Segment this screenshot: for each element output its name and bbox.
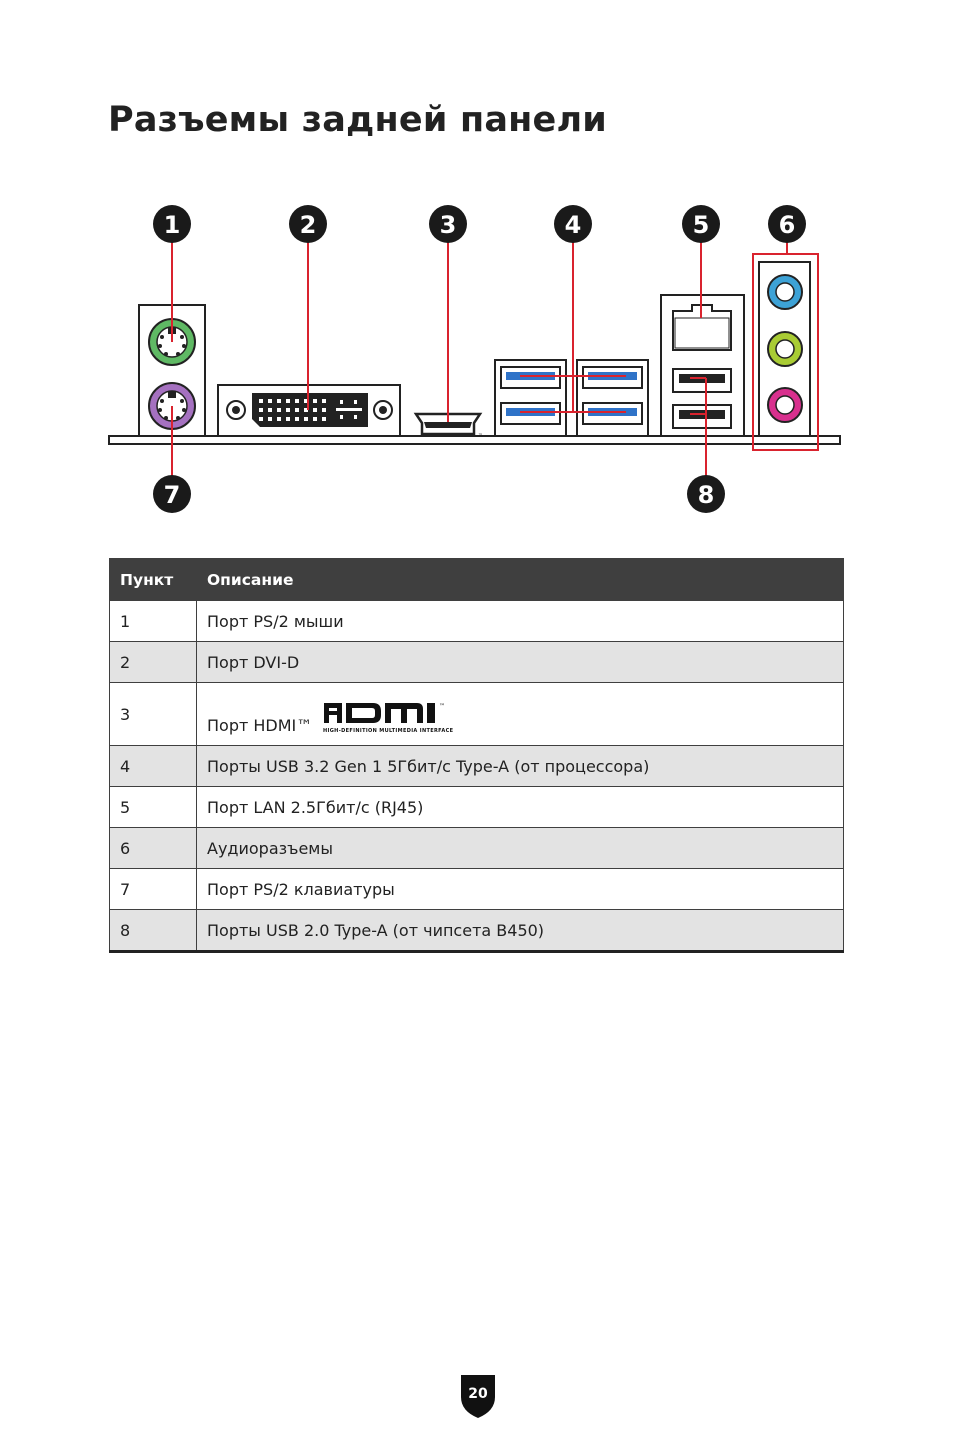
header-item: Пункт — [109, 558, 197, 601]
row-item: 4 — [109, 745, 197, 787]
table-row: 6 Аудиоразъемы — [109, 827, 844, 869]
row-description: Порты USB 2.0 Type-A (от чипсета B450) — [196, 909, 844, 952]
table-row: 4 Порты USB 3.2 Gen 1 5Гбит/с Type-A (от… — [109, 745, 844, 787]
row-description: Порт HDMI™ — [207, 716, 313, 735]
row-description: Порт LAN 2.5Гбит/с (RJ45) — [196, 786, 844, 828]
audio-jack-green — [767, 331, 803, 367]
callout-3-label: 3 — [440, 211, 457, 239]
callout-6-label: 6 — [779, 211, 796, 239]
table-row: 5 Порт LAN 2.5Гбит/с (RJ45) — [109, 786, 844, 828]
row-description: Порты USB 3.2 Gen 1 5Гбит/с Type-A (от п… — [196, 745, 844, 787]
row-description-cell: Порт HDMI™ ™ HIGH-DEFINITION MULTIMEDIA … — [196, 682, 844, 746]
table-row: 7 Порт PS/2 клавиатуры — [109, 868, 844, 910]
table-row: 2 Порт DVI-D — [109, 641, 844, 683]
page-title: Разъемы задней панели — [108, 100, 608, 140]
row-item: 8 — [109, 909, 197, 952]
callout-4-label: 4 — [565, 211, 582, 239]
callout-2: 2 — [289, 205, 327, 243]
panel-baseline — [108, 435, 841, 445]
callout-leaders — [171, 242, 819, 476]
callout-2-label: 2 — [300, 211, 317, 239]
row-item: 3 — [109, 682, 197, 746]
callout-7-label: 7 — [164, 481, 181, 509]
callout-7: 7 — [153, 475, 191, 513]
header-description: Описание — [196, 558, 844, 601]
callout-8-label: 8 — [698, 481, 715, 509]
audio-jack-blue — [767, 274, 803, 310]
table-row: 3 Порт HDMI™ ™ HIGH-DEFINITION MULTIMEDI… — [109, 682, 844, 746]
page-number: 20 — [468, 1386, 488, 1402]
audio-jack-pink — [767, 387, 803, 423]
hdmi-logo-tm: ™ — [439, 703, 445, 710]
callout-8: 8 — [687, 475, 725, 513]
callout-5-label: 5 — [693, 211, 710, 239]
row-description: Порт PS/2 мыши — [196, 600, 844, 642]
callout-1-label: 1 — [164, 211, 181, 239]
usb3-port-stack-left — [494, 359, 567, 437]
table-header-row: Пункт Описание — [109, 558, 844, 601]
page-number-badge: 20 — [461, 1375, 495, 1418]
callout-6: 6 — [768, 205, 806, 243]
row-description: Аудиоразъемы — [196, 827, 844, 869]
row-item: 2 — [109, 641, 197, 683]
hdmi-tm-mark: ™ — [478, 433, 483, 439]
rear-io-panel-diagram: ™ — [108, 205, 841, 513]
hdmi-logo-tagline: HIGH-DEFINITION MULTIMEDIA INTERFACE — [323, 728, 454, 734]
callout-4: 4 — [554, 205, 592, 243]
usb3-port-stack-right — [576, 359, 649, 437]
row-description: Порт PS/2 клавиатуры — [196, 868, 844, 910]
callout-3: 3 — [429, 205, 467, 243]
audio-jacks — [758, 261, 811, 437]
hdmi-logo: ™ HIGH-DEFINITION MULTIMEDIA INTERFACE — [323, 703, 454, 734]
callout-1: 1 — [153, 205, 191, 243]
row-item: 6 — [109, 827, 197, 869]
table-row: 8 Порты USB 2.0 Type-A (от чипсета B450) — [109, 909, 844, 952]
callout-5: 5 — [682, 205, 720, 243]
ports-table: Пункт Описание 1 Порт PS/2 мыши 2 Порт D… — [109, 558, 844, 953]
row-item: 1 — [109, 600, 197, 642]
row-description: Порт DVI-D — [196, 641, 844, 683]
row-item: 7 — [109, 868, 197, 910]
ps2-keyboard-port — [148, 382, 196, 430]
hdmi-port: ™ — [413, 412, 483, 439]
table-row: 1 Порт PS/2 мыши — [109, 600, 844, 642]
row-item: 5 — [109, 786, 197, 828]
